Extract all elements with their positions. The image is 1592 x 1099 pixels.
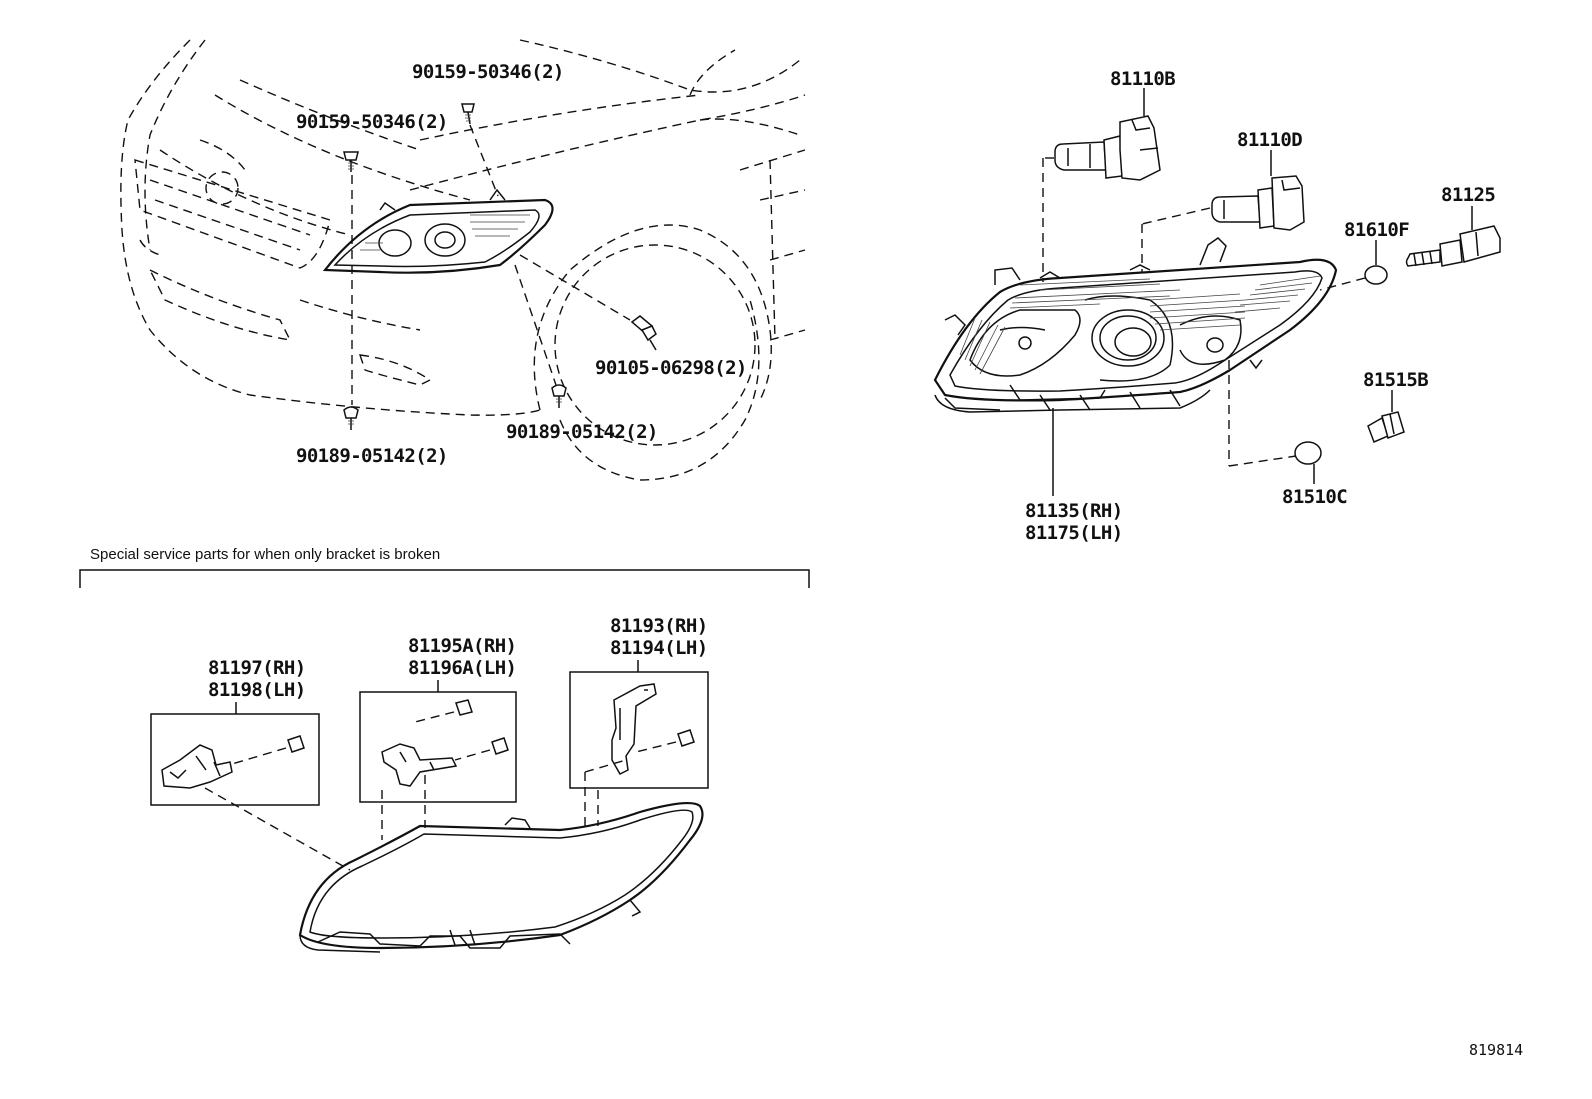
label-90159-left: 90159-50346(2): [296, 111, 448, 133]
label-81110d: 81110D: [1237, 129, 1302, 151]
box-81195a: [359, 691, 517, 803]
bulb-81110d-icon: [1211, 175, 1305, 231]
label-81610f: 81610F: [1344, 219, 1409, 241]
bolt-81195a-top-icon: [414, 699, 473, 723]
bracket-81197-icon: [161, 744, 233, 789]
label-81135: 81135(RH): [1025, 500, 1123, 522]
label-81196a: 81196A(LH): [408, 657, 516, 679]
label-90159-top: 90159-50346(2): [412, 61, 564, 83]
bolt-81193-icon: [635, 729, 695, 753]
label-81125: 81125: [1441, 184, 1495, 206]
bolt-90105-icon: [630, 315, 657, 351]
label-81175: 81175(LH): [1025, 522, 1123, 544]
bulb-81510c-icon: [1294, 441, 1322, 465]
headlamp-assembly-illustration: [933, 237, 1338, 413]
label-81510c: 81510C: [1282, 486, 1347, 508]
vehicle-front-illustration: [120, 39, 806, 481]
socket-81515b-icon: [1367, 411, 1405, 443]
label-81195a: 81195A(RH): [408, 635, 516, 657]
bracket-group-line: [79, 569, 810, 588]
label-90105: 90105-06298(2): [595, 357, 747, 379]
label-81198: 81198(LH): [208, 679, 306, 701]
bolt-90159-top-icon: [461, 103, 475, 125]
label-81194: 81194(LH): [610, 637, 708, 659]
bolt-81197-icon: [231, 735, 305, 765]
bulb-81110b-icon: [1054, 115, 1161, 181]
box-81197: [150, 713, 320, 806]
label-81110b: 81110B: [1110, 68, 1175, 90]
label-81197: 81197(RH): [208, 657, 306, 679]
lens-housing-illustration: [298, 801, 704, 953]
headlamp-on-vehicle: [322, 188, 554, 274]
label-90189-mid: 90189-05142(2): [506, 421, 658, 443]
box-81193: [569, 671, 709, 789]
label-81515b: 81515B: [1363, 369, 1428, 391]
bolt-90159-left-icon: [343, 151, 359, 172]
special-service-note: Special service parts for when only brac…: [90, 546, 440, 563]
bolt-81195a-right-icon: [454, 737, 509, 761]
label-81193: 81193(RH): [610, 615, 708, 637]
clip-90189-bottom-icon: [343, 406, 359, 430]
socket-81125-icon: [1405, 225, 1501, 267]
bulb-81610f-icon: [1364, 265, 1388, 285]
bracket-81195a-icon: [381, 743, 458, 787]
clip-90189-mid-icon: [551, 384, 567, 408]
bracket-81193-icon: [611, 683, 657, 775]
illustration-code: 819814: [1469, 1041, 1523, 1059]
label-90189-bottom: 90189-05142(2): [296, 445, 448, 467]
